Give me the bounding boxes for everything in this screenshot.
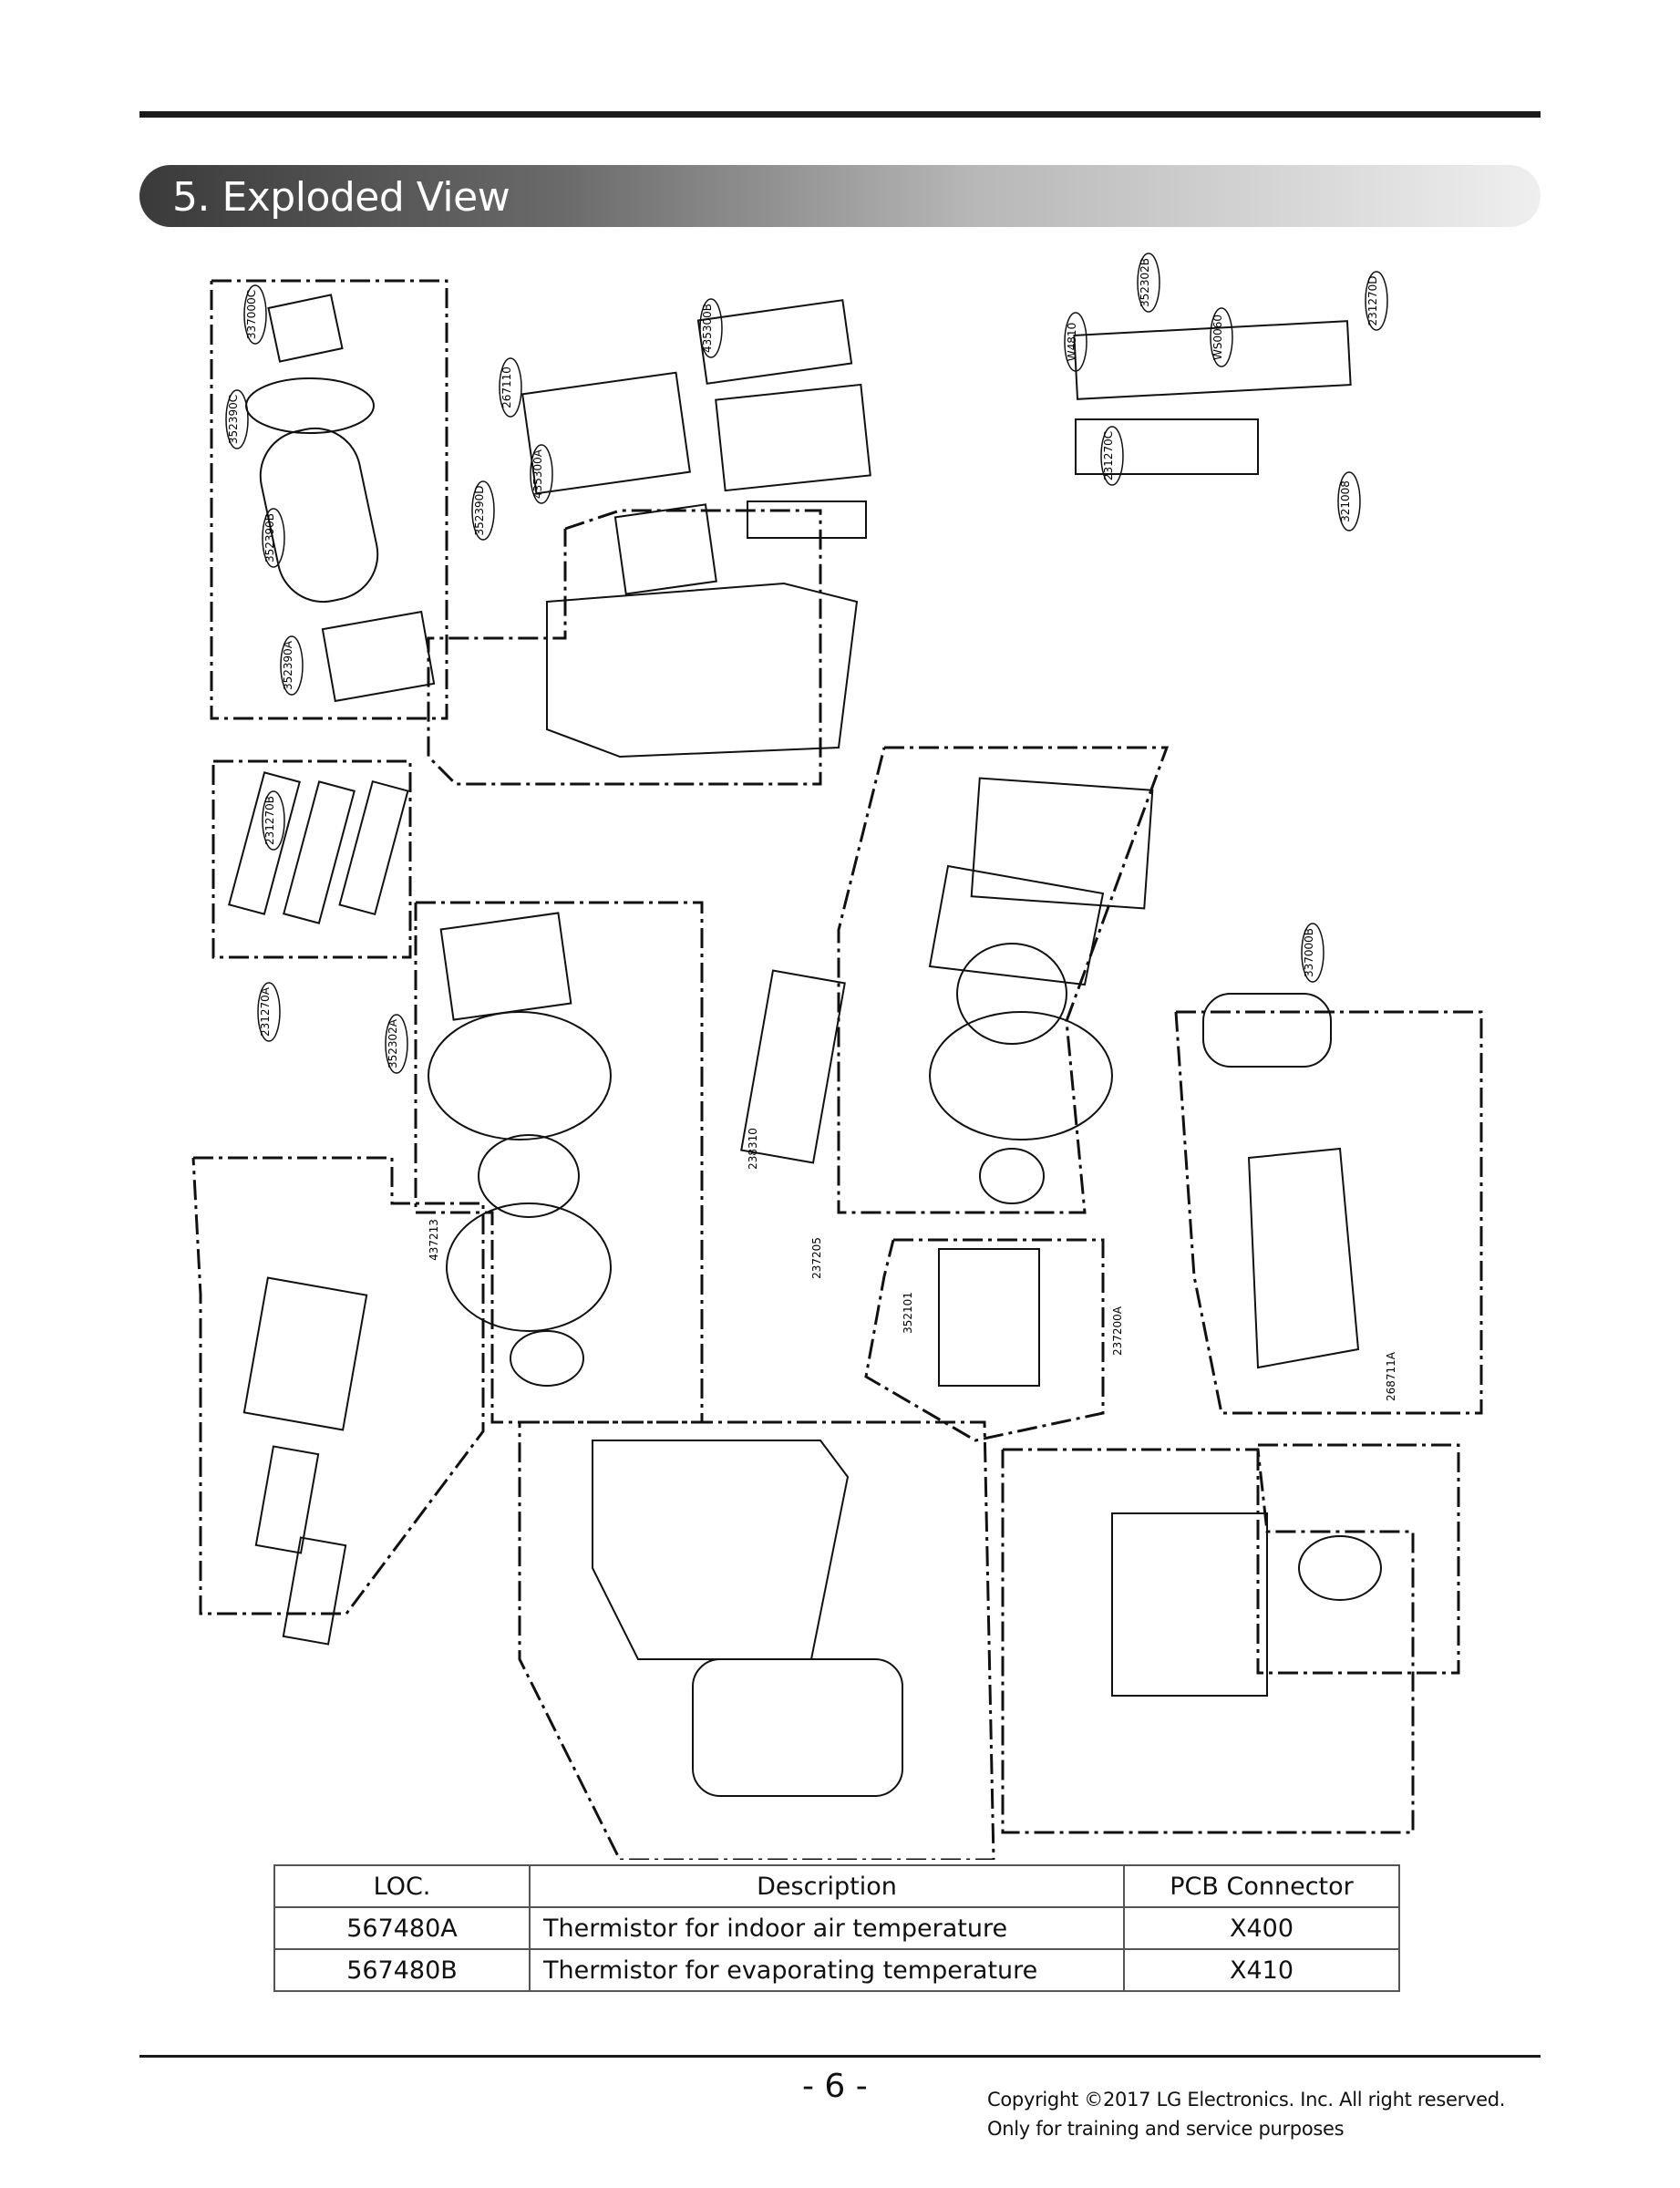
part-number-tag: 352101 [902,1292,914,1334]
parts-table: LOC. Description PCB Connector 567480A T… [273,1864,1400,1992]
row-loc: 567480B [273,1948,531,1992]
row-loc: 567480A [273,1906,531,1950]
part-number-tag: 352390A [282,640,294,690]
condenser-fan-part [956,943,1067,1045]
window-adapter-part [321,610,436,703]
group-outline-duct-kit [210,279,448,720]
part-number-tag: 337000B [1303,928,1315,977]
section-title-bar: 5. Exploded View [139,165,1541,227]
column-header-description: Description [529,1864,1125,1908]
part-number-tag: 238310 [747,1128,759,1170]
copyright-notice: Copyright ©2017 LG Electronics. Inc. All… [987,2085,1505,2143]
copyright-line-1: Copyright ©2017 LG Electronics. Inc. All… [987,2089,1506,2111]
row-pcb-connector: X410 [1123,1948,1400,1992]
row-description: Thermistor for evaporating temperature [529,1948,1125,1992]
part-number-tag: 268711A [1385,1351,1397,1401]
filter-top-part [696,299,853,385]
heat-exchanger-part [439,912,572,1021]
group-outline-evaporator [837,746,1170,1214]
filter-left-part [521,371,691,495]
condenser-part [970,777,1154,910]
part-number-tag: 231270C [1102,431,1115,480]
part-number-tag: 435300A [531,449,544,499]
base-electrical-part [1111,1512,1268,1697]
bottom-rule [139,2055,1541,2058]
column-header-loc: LOC. [273,1864,531,1908]
group-outline-pcb-left [191,1156,485,1615]
filter-grid-part [267,294,344,363]
row-description: Thermistor for indoor air temperature [529,1906,1125,1950]
page-number: - 6 - [802,2068,868,2105]
part-number-tag: 237205 [810,1237,823,1279]
group-outline-blower [414,901,704,1424]
pcb-cover-a [254,1445,320,1554]
table-row: 567480B Thermistor for evaporating tempe… [273,1948,1400,1992]
front-panel-part [692,1658,903,1797]
row-pcb-connector: X400 [1123,1906,1400,1950]
table-row: 567480A Thermistor for indoor air temper… [273,1906,1400,1950]
fan-housing-part [929,1011,1113,1140]
group-outline-electrical [864,1238,1105,1442]
blower-wheel-part [478,1134,580,1218]
control-panel-c [338,779,409,916]
part-number-tag: W4810 [1066,323,1078,361]
part-number-tag: 352390C [227,395,240,444]
part-number-tag: 352390B [263,513,276,562]
top-rule [139,111,1541,118]
fan-motor-part [1298,1535,1382,1601]
group-outline-fan-motor [1256,1443,1460,1675]
part-number-tag: 231270A [259,986,272,1037]
part-number-tag: 435300B [701,304,714,353]
blower-housing-part [428,1011,612,1140]
part-number-tag: 337000C [245,290,258,339]
cabinet-top-part [546,582,859,759]
base-pan-part [1247,1147,1360,1369]
exploded-view-diagram: 337000C 352390C 352390B 352390A 352390D 26711… [191,253,1483,1860]
pcb-part [242,1276,368,1431]
copyright-line-2: Only for training and service purposes [987,2118,1345,2140]
control-panel-b [283,780,356,924]
part-number-tag: 321008 [1339,480,1352,522]
pcb-cover-b [282,1536,347,1646]
group-outline-cabinet-top [427,509,822,786]
capacitor-box-part [938,1248,1040,1387]
column-header-pcb-connector: PCB Connector [1123,1864,1400,1908]
exhaust-hose-part [259,427,379,604]
section-title: 5. Exploded View [172,174,510,221]
condenser-shroud-part [928,864,1105,986]
part-number-tag: 231270B [263,796,276,845]
evaporator-fins-part [747,501,867,539]
group-outline-front-panel [518,1420,995,1860]
group-outline-controls [211,759,412,959]
part-number-tag: 352390D [473,485,486,535]
control-panel-a [228,771,301,915]
condenser-motor-part [979,1148,1045,1204]
motor-part [510,1330,584,1387]
filter-right-part [715,383,871,492]
part-number-tag: WS0060 [1211,315,1224,360]
group-outline-base [1001,1448,1415,1834]
part-number-tag: 237200A [1111,1306,1124,1356]
part-number-tag: 352302B [1139,258,1151,307]
bracket-part [740,969,846,1164]
table-header-row: LOC. Description PCB Connector [273,1864,1400,1908]
window-kit-panel-b [1075,418,1259,475]
part-number-tag: 267110 [500,366,513,408]
compressor-part [1202,993,1332,1068]
part-number-tag: 231270D [1366,275,1379,325]
duct-ring-part [245,377,375,434]
motor-housing-part [446,1202,612,1332]
filter-mid-part [613,503,717,595]
group-outline-compressor [1174,1010,1483,1415]
front-cabinet-part [592,1440,850,1660]
part-number-tag: 437213 [428,1219,440,1261]
part-number-tag: 352302A [387,1018,399,1068]
